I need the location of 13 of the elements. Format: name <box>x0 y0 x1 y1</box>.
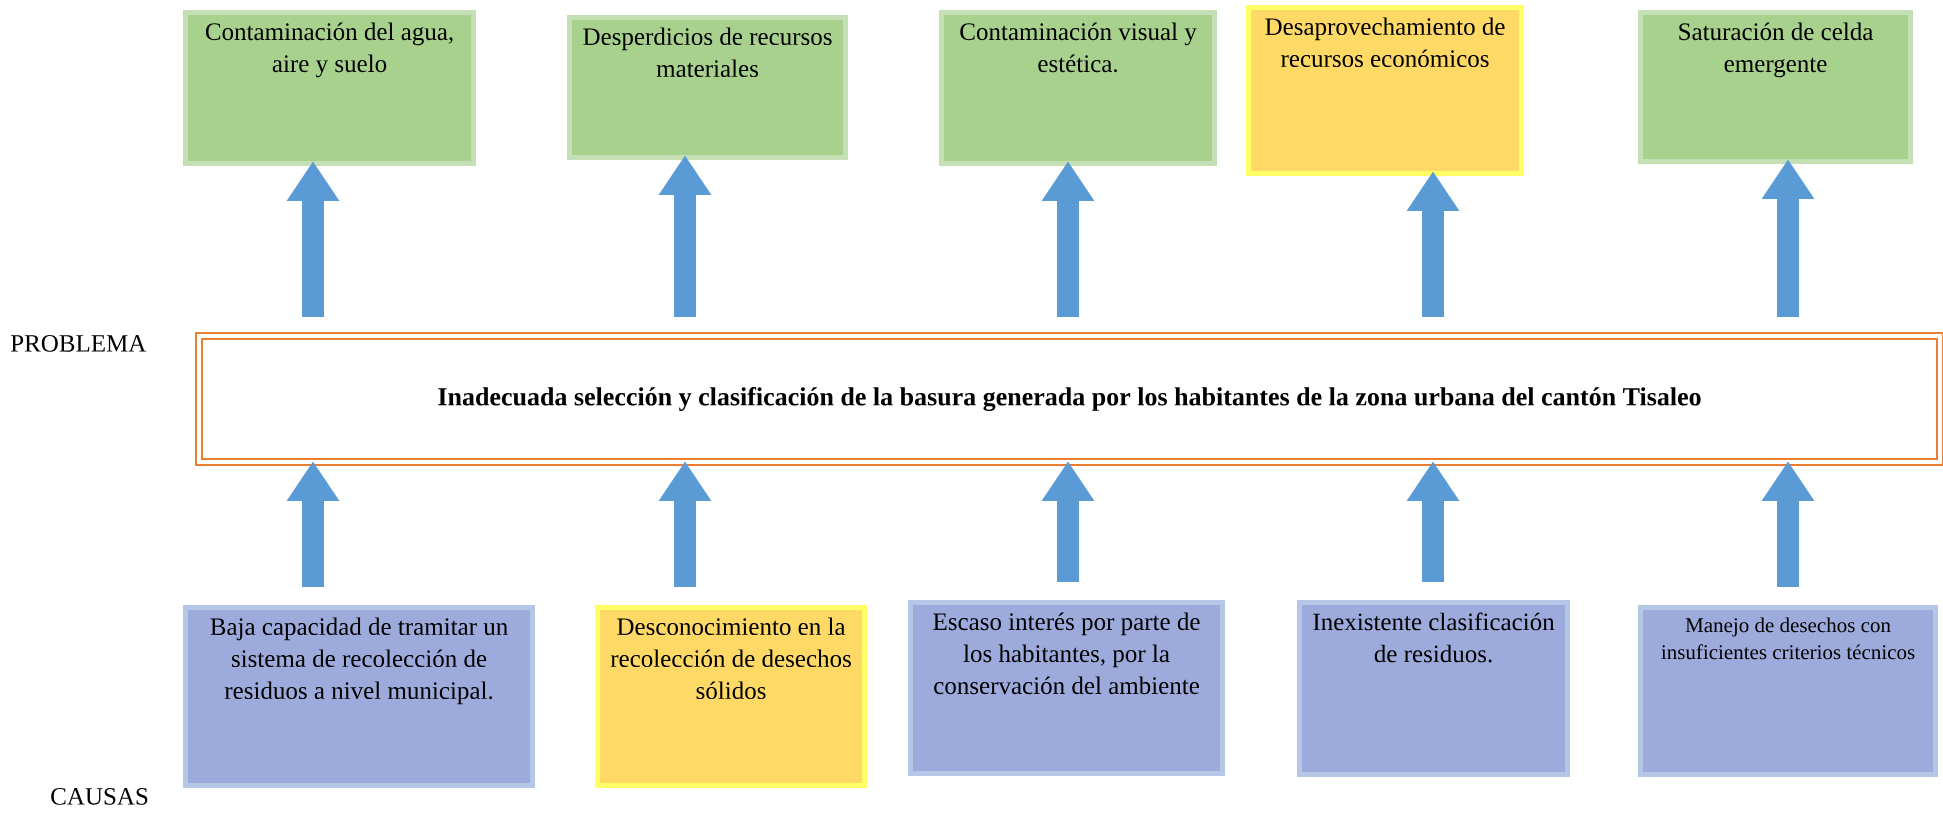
cause-box: Manejo de desechos con insuficientes criterios técnicos <box>1638 605 1938 777</box>
effect-box: Saturación de celda emergente <box>1638 10 1913 164</box>
problem-box: Inadecuada selección y clasificación de la basura generada por los habitantes de la zona urbana del cantón Tisaleo <box>195 332 1943 466</box>
effect-box: Contaminación del agua, aire y suelo <box>183 10 476 166</box>
effect-box: Contaminación visual y estética. <box>939 10 1217 166</box>
effect-box: Desperdicios de recursos materiales <box>567 15 848 160</box>
section-label: CAUSAS <box>51 788 148 805</box>
section-label: PROBLEMA <box>10 335 147 352</box>
cause-box: Inexistente clasificación de residuos. <box>1297 600 1570 777</box>
cause-box: Baja capacidad de tramitar un sistema de recolección de residuos a nivel municipal. <box>183 605 535 788</box>
cause-box: Escaso interés por parte de los habitantes, por la conservación del ambiente <box>908 600 1225 776</box>
cause-box: Desconocimiento en la recolección de desechos sólidos <box>595 605 867 788</box>
effect-box: Desaprovechamiento de recursos económicos <box>1246 5 1524 176</box>
